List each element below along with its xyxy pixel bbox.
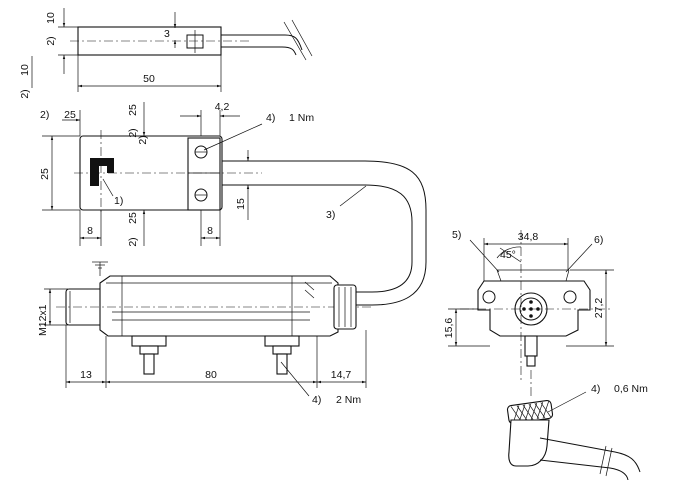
- ref-plan-top-mid: 2): [127, 128, 139, 137]
- plan-view-cable: [222, 160, 427, 306]
- callout-6: 6): [594, 234, 603, 246]
- end-view-hole-left: [482, 290, 496, 304]
- dim-plan-height-25: 25: [39, 168, 51, 180]
- callout-5: 5): [452, 229, 461, 241]
- side-mount-right-plate: [264, 335, 300, 347]
- top-view-cable: [221, 34, 303, 51]
- dim-plan-15: 15: [235, 198, 247, 210]
- dim-side-80: 80: [205, 369, 217, 381]
- connector-elbow: [508, 419, 550, 467]
- dim-top-slot: 3: [164, 28, 170, 40]
- callout-4-top-torque: 1 Nm: [289, 112, 314, 124]
- dim-top-bottom-10: 10: [19, 64, 31, 76]
- side-view: M12x1 13 80 14,7 4) 2 Nm: [37, 261, 372, 406]
- callout-4-side-torque: 2 Nm: [336, 394, 361, 406]
- side-mount-left-shank: [143, 353, 155, 375]
- dim-top-height: 10: [45, 12, 57, 24]
- ref-top-bottom: 2): [19, 89, 31, 98]
- side-mount-left-head: [139, 345, 159, 355]
- dim-end-27-2: 27,2: [593, 298, 605, 319]
- side-mount-right-head: [272, 345, 292, 355]
- ref-plan-side: 2): [137, 135, 149, 144]
- ref-plan-tl: 2): [40, 109, 49, 121]
- dim-end-34-8: 34,8: [518, 231, 539, 243]
- end-view: 45° 34,8 27,2 15,6 5) 6): [443, 229, 614, 380]
- callout-1: 1): [114, 195, 123, 207]
- knurl-pattern: [510, 401, 552, 423]
- connector-pin-1: [529, 300, 533, 304]
- dim-plan-25-top-left: 25: [64, 109, 76, 121]
- top-view: 10 2) 3 50 10 2): [19, 8, 313, 99]
- dim-side-13: 13: [80, 369, 92, 381]
- plan-view: 4,2 2) 25 25 2) 25 15 2) 25 2) 8 8: [39, 101, 427, 306]
- dim-plan-8-right: 8: [207, 225, 213, 237]
- side-mount-right: [264, 335, 300, 375]
- dim-plan-25-top-mid: 25: [127, 104, 139, 116]
- callout-3: 3): [326, 209, 335, 221]
- side-view-body: [99, 275, 339, 337]
- dim-side-m12: M12x1: [37, 304, 49, 336]
- dim-side-14-7: 14,7: [331, 369, 352, 381]
- callout-4-conn-torque: 0,6 Nm: [614, 383, 648, 395]
- callout-4-top: 4): [266, 112, 275, 124]
- plan-view-clamp: [187, 137, 221, 211]
- connector-pin-4: [529, 314, 533, 318]
- target-mark: [90, 158, 114, 186]
- dim-plan-4-2: 4,2: [215, 101, 230, 113]
- side-mount-left-plate: [131, 335, 167, 347]
- dim-plan-25-bottom-mid: 25: [127, 212, 139, 224]
- connector-pin-3: [536, 307, 540, 311]
- dim-plan-8-left: 8: [87, 225, 93, 237]
- end-view-hole-right: [563, 290, 577, 304]
- callout-4-side: 4): [312, 394, 321, 406]
- side-mount-right-shank: [276, 353, 288, 375]
- dim-top-length: 50: [143, 73, 155, 85]
- dim-end-15-6: 15,6: [443, 318, 455, 339]
- connector-stem: [524, 335, 538, 357]
- connector-cable: [539, 437, 641, 473]
- side-mount-left: [131, 335, 167, 375]
- ref-top-left: 2): [45, 36, 57, 45]
- callout-4-conn: 4): [591, 383, 600, 395]
- dim-end-45: 45°: [500, 249, 516, 261]
- angled-connector: 4) 0,6 Nm: [506, 370, 648, 480]
- ref-plan-bottom-mid: 2): [127, 237, 139, 246]
